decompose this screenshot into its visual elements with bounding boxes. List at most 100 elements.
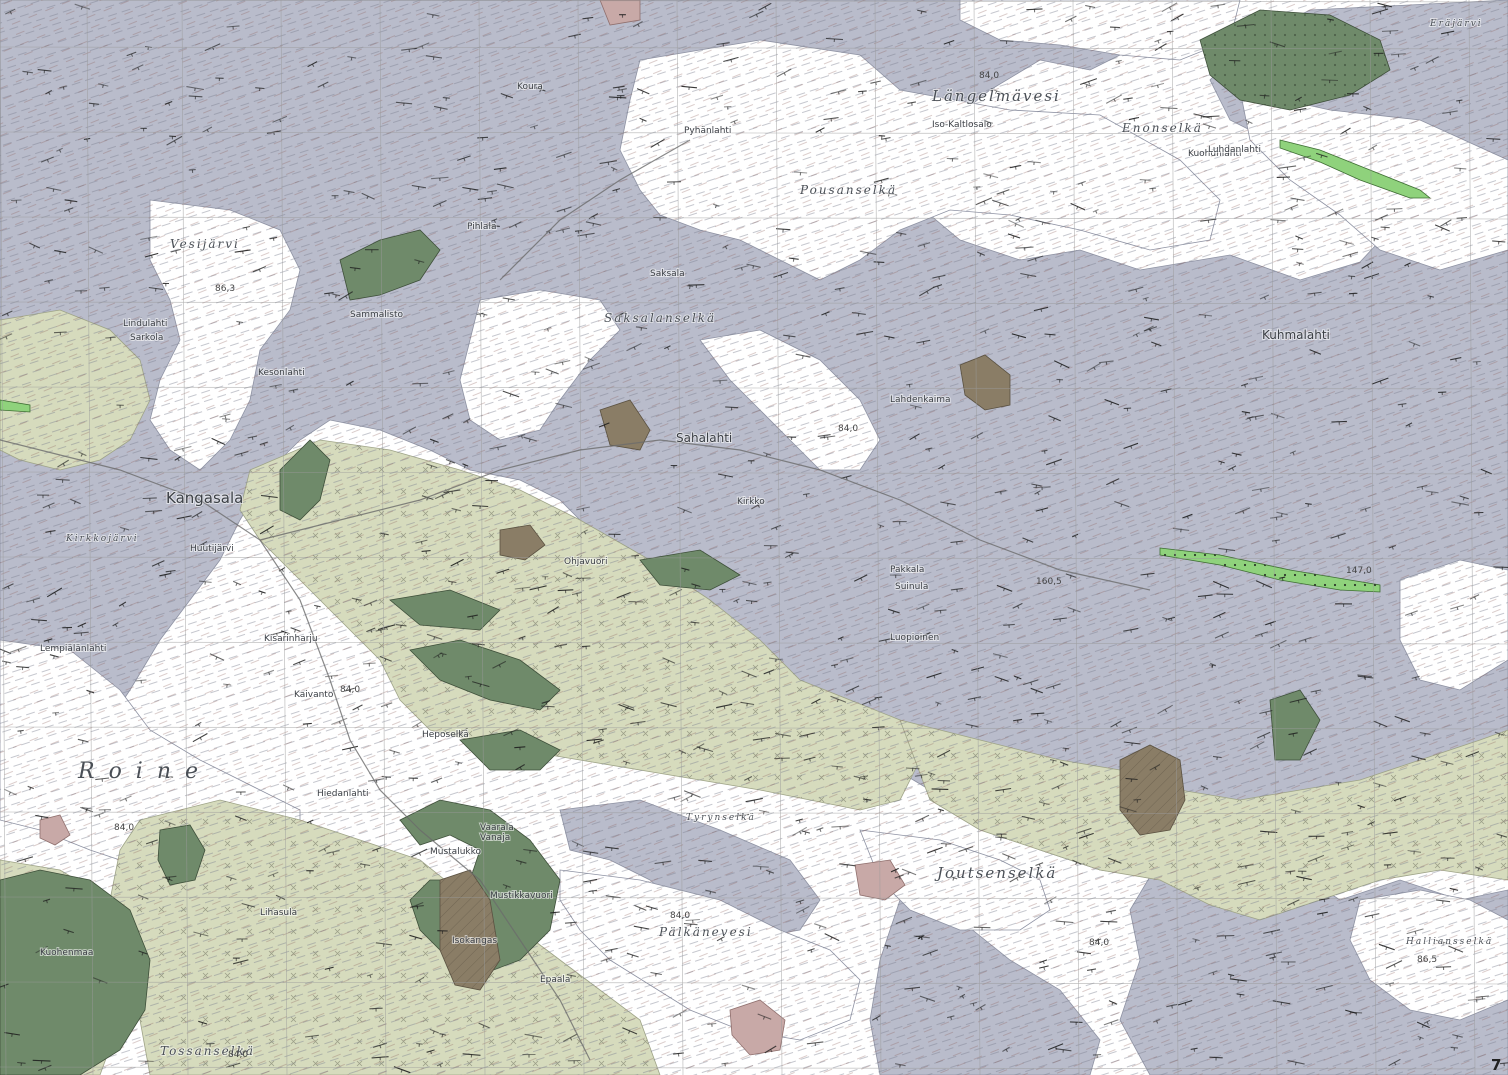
dip-tick (562, 229, 565, 233)
strike-line (29, 242, 41, 249)
dip-tick (605, 959, 608, 963)
grid-line-horizontal (0, 641, 1508, 645)
dip-tick (1260, 633, 1263, 637)
grid-line-vertical (478, 0, 486, 1075)
amphibolite-central-3 (639, 549, 741, 591)
gabbro-hatch (440, 745, 1185, 990)
strike-line (1049, 758, 1057, 762)
place-label: Kuohunlahti (1188, 149, 1242, 159)
strike-line (1331, 420, 1347, 423)
lake-label: Tossanselkä (160, 1044, 255, 1058)
strike-line (1125, 777, 1138, 781)
dip-tick (1302, 877, 1305, 882)
strike-line (77, 738, 89, 743)
strike-line (746, 263, 761, 268)
strike-line (35, 945, 48, 954)
strike-line (718, 690, 728, 696)
dip-tick (505, 95, 508, 99)
strike-line (232, 959, 249, 965)
dip-tick (846, 659, 849, 663)
strike-line (686, 285, 694, 288)
dip-tick (941, 466, 944, 470)
strike-line (554, 359, 571, 365)
strike-line (78, 451, 87, 457)
dip-tick (952, 877, 955, 881)
dip-tick (1378, 723, 1381, 727)
dip-tick (216, 441, 219, 445)
strike-line (1405, 422, 1413, 427)
dip-tick (1034, 258, 1037, 262)
strike-line (1435, 939, 1452, 946)
strike-line (1086, 362, 1101, 372)
strike-line (1456, 99, 1463, 102)
dip-tick (1359, 806, 1362, 810)
strike-line (285, 610, 292, 613)
elevation-value: 160,5 (1036, 577, 1062, 587)
place-label: Mustikkavuori (490, 891, 553, 901)
dip-tick (1038, 863, 1041, 868)
strike-line (31, 618, 47, 622)
dip-tick (1027, 274, 1029, 278)
dip-tick (781, 734, 784, 738)
strike-line (1013, 675, 1022, 680)
dip-tick (441, 1034, 444, 1038)
dip-tick (809, 758, 811, 762)
dip-tick (1329, 19, 1332, 23)
dip-tick (1414, 931, 1417, 935)
dip-tick (1076, 206, 1079, 210)
dip-tick (641, 119, 644, 123)
dip-tick (40, 816, 43, 820)
dip-tick (1297, 237, 1300, 241)
dip-tick (1294, 1062, 1297, 1066)
strike-line (1315, 984, 1333, 991)
lake-labels: Längelmävesi Vesijärvi Roine Enonselkä P… (64, 18, 1492, 1059)
strike-line (1070, 202, 1086, 211)
strike-line (22, 70, 33, 74)
dip-tick (206, 129, 210, 133)
strike-line (439, 652, 447, 656)
dip-tick (322, 84, 325, 88)
dip-tick (1014, 223, 1017, 227)
dip-tick (52, 188, 55, 193)
dip-tick (59, 251, 61, 255)
strike-line (896, 231, 907, 235)
dip-tick (768, 671, 771, 675)
dip-tick (934, 850, 937, 854)
dip-tick (332, 851, 335, 856)
strike-line (872, 726, 885, 729)
dip-tick (1221, 634, 1224, 639)
dip-tick (420, 541, 423, 545)
strike-line (1294, 96, 1302, 102)
dip-tick (157, 563, 160, 567)
dip-tick (819, 828, 822, 832)
strike-line (402, 426, 417, 435)
dip-tick (1447, 32, 1449, 36)
dip-tick (1391, 546, 1394, 550)
grid-line-horizontal (0, 131, 1508, 135)
strike-line (985, 120, 993, 124)
dip-tick (1256, 745, 1259, 749)
dip-tick (338, 721, 341, 725)
dip-tick (247, 905, 249, 909)
dip-tick (1037, 492, 1040, 496)
strike-line (1307, 291, 1322, 295)
dip-tick (1110, 1022, 1113, 1026)
dip-tick (1186, 515, 1189, 520)
dip-tick (514, 224, 518, 228)
dip-tick (1165, 618, 1168, 622)
place-label: Kangasala (166, 489, 243, 507)
dip-tick (1456, 606, 1459, 611)
dip-tick (570, 975, 572, 979)
dip-tick (922, 606, 925, 610)
dip-tick (439, 203, 442, 207)
strike-line (1287, 1059, 1305, 1065)
strike-line (1276, 511, 1288, 516)
dip-tick (929, 952, 932, 956)
dip-tick (1065, 846, 1068, 851)
strike-line (990, 88, 1003, 94)
dip-tick (150, 255, 153, 259)
dip-tick (819, 129, 822, 133)
strike-line (672, 1009, 687, 1018)
dip-tick (1135, 289, 1138, 293)
